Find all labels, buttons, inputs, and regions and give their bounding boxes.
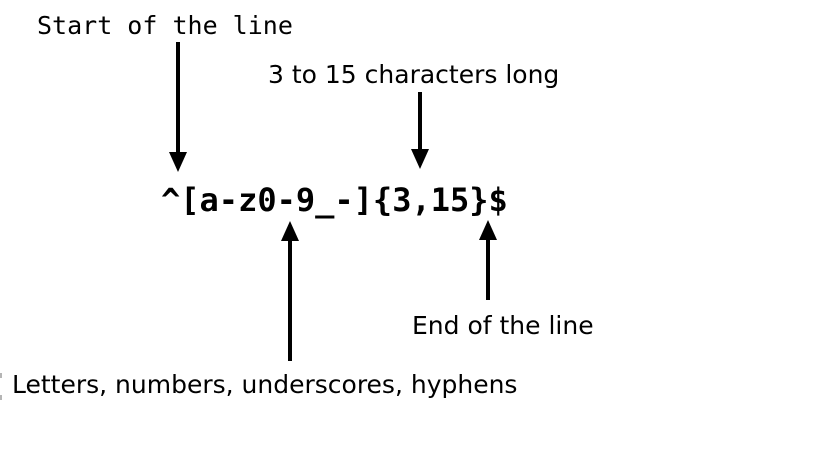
arrow-up-character-class-icon	[281, 221, 299, 361]
cropped-edge-artifact	[0, 373, 2, 378]
label-end-of-line: End of the line	[412, 311, 594, 340]
label-start-of-line: Start of the line	[37, 11, 293, 40]
arrow-down-start-of-line-icon	[169, 42, 187, 172]
regex-pattern-text: ^[a-z0-9_-]{3,15}$	[161, 181, 508, 219]
cropped-edge-artifact	[0, 395, 2, 400]
arrow-up-end-of-line-icon	[479, 220, 497, 300]
label-character-class: Letters, numbers, underscores, hyphens	[12, 370, 518, 399]
arrow-down-length-icon	[411, 92, 429, 169]
label-length-quantifier: 3 to 15 characters long	[268, 60, 560, 89]
